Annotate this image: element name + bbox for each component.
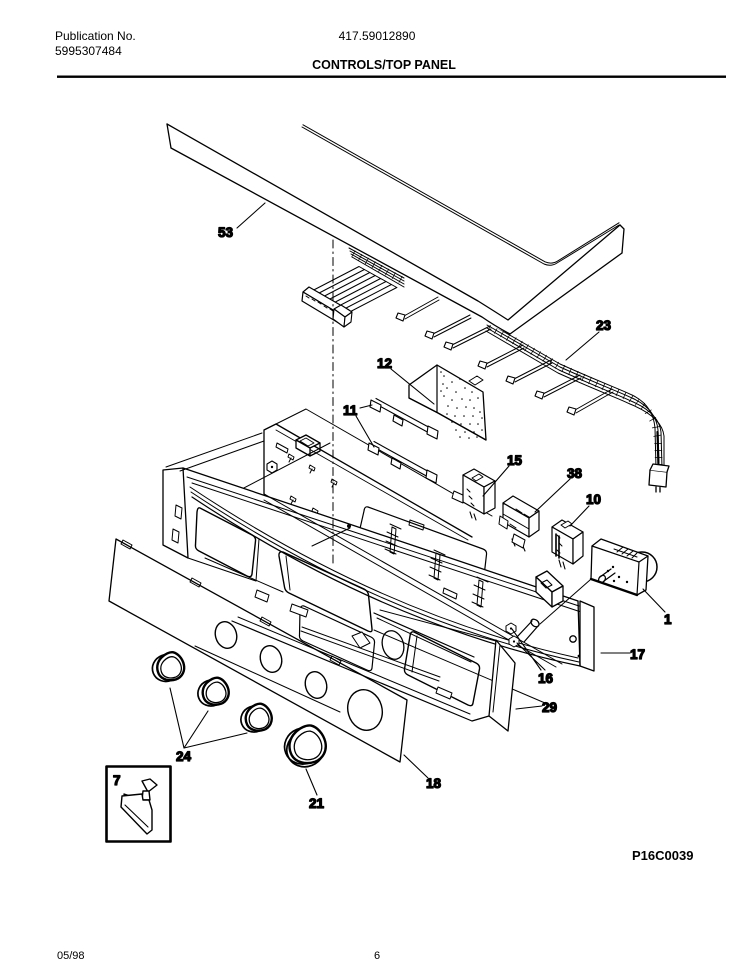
svg-text:29: 29	[542, 700, 557, 715]
svg-text:38: 38	[567, 466, 583, 481]
svg-text:18: 18	[426, 776, 442, 791]
svg-text:21: 21	[309, 796, 325, 811]
svg-text:53: 53	[218, 225, 234, 240]
svg-text:16: 16	[538, 671, 554, 686]
svg-text:17: 17	[630, 647, 645, 662]
svg-text:24: 24	[176, 749, 192, 764]
svg-text:417.59012890: 417.59012890	[339, 29, 416, 43]
svg-text:23: 23	[596, 318, 612, 333]
svg-text:P16C0039: P16C0039	[632, 848, 693, 863]
svg-text:10: 10	[586, 492, 601, 507]
svg-text:7: 7	[113, 773, 121, 788]
svg-text:6: 6	[374, 950, 380, 962]
svg-text:Publication No.: Publication No.	[55, 29, 136, 43]
svg-text:1: 1	[664, 612, 672, 627]
svg-text:CONTROLS/TOP PANEL: CONTROLS/TOP PANEL	[312, 58, 456, 72]
svg-text:5995307484: 5995307484	[55, 44, 122, 58]
svg-text:12: 12	[377, 356, 392, 371]
svg-text:05/98: 05/98	[57, 950, 85, 962]
svg-text:11: 11	[343, 403, 358, 418]
svg-text:15: 15	[507, 453, 523, 468]
